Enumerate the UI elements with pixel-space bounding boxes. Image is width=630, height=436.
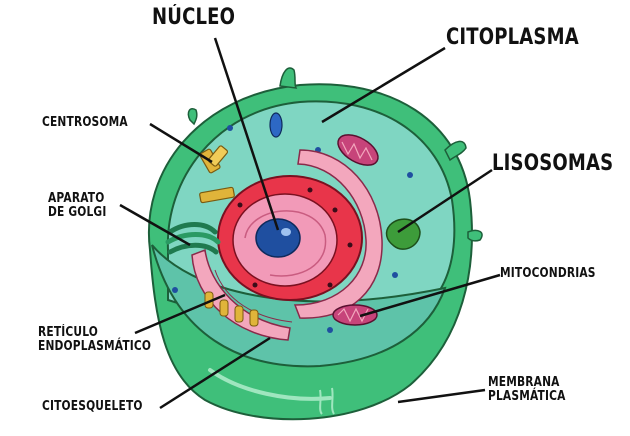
nucleolus [256, 219, 300, 257]
label-citoesqueleto: CITOESQUELETO [42, 400, 143, 414]
label-reticulo-endoplasmatico: RETÍCULO ENDOPLASMÁTICO [38, 326, 151, 353]
label-centrosoma: CENTROSOMA [42, 116, 128, 130]
label-membrana-plasmatica: MEMBRANA PLASMÁTICA [488, 376, 566, 403]
label-mitocondrias: MITOCONDRIAS [500, 267, 596, 281]
label-aparato-de-golgi: APARATO DE GOLGI [48, 192, 106, 219]
lysosome [387, 219, 420, 249]
label-citoplasma: CITOPLASMA [446, 26, 579, 49]
vacuole [270, 113, 282, 137]
label-nucleo: NÚCLEO [152, 6, 235, 29]
nucleus [218, 176, 362, 300]
label-lisosomas: LISOSOMAS [492, 152, 613, 175]
